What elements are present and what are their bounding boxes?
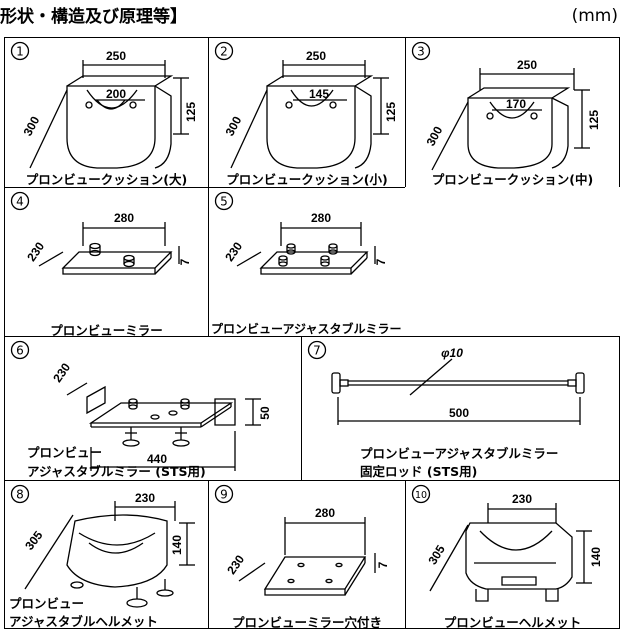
item-caption-6-line1: プロンビュー <box>27 445 103 460</box>
item-caption-5: プロンビューアジャスタブルミラー <box>211 322 402 336</box>
item-number-9: 9 <box>214 484 234 504</box>
section-title: 形状・構造及び原理等】 <box>0 7 187 27</box>
svg-text:125: 125 <box>184 102 198 122</box>
svg-text:280: 280 <box>114 211 134 225</box>
svg-text:500: 500 <box>449 406 469 420</box>
item-caption-7-line1: プロンビューアジャスタブルミラー <box>360 446 559 461</box>
cushion-large-drawing: 250 200 125 300 <box>21 49 198 169</box>
helmet-drawing: 230 305 140 <box>425 492 603 602</box>
item-number-7: 7 <box>307 340 327 360</box>
item-caption-10: プロンビューヘルメット <box>443 615 582 629</box>
svg-text:305: 305 <box>425 542 448 567</box>
cushion-small-drawing: 250 145 125 300 <box>223 49 398 169</box>
svg-text:200: 200 <box>106 87 126 101</box>
fixing-rod-drawing: φ10 500 <box>331 346 585 425</box>
adjustable-mirror-drawing: 280 230 7 <box>222 211 388 275</box>
svg-text:230: 230 <box>50 360 73 385</box>
item-number-5: 5 <box>214 191 234 211</box>
mirror-with-holes-drawing: 280 230 7 <box>224 506 390 596</box>
svg-text:250: 250 <box>106 49 126 63</box>
item-caption-4: プロンビューミラー <box>50 323 163 337</box>
item-cell-2: 2 250 145 125 300 プロンビュークッション(小) <box>208 37 406 188</box>
svg-text:125: 125 <box>384 102 398 122</box>
item-cell-8: 8 230 305 140 プロンビュー アジャスタブルヘルメット <box>4 480 209 629</box>
svg-text:230: 230 <box>135 491 155 505</box>
item-cell-3: 3 250 170 125 300 プロンビュークッション(中) <box>405 37 620 188</box>
svg-text:140: 140 <box>589 547 603 567</box>
svg-text:140: 140 <box>170 535 184 555</box>
svg-text:230: 230 <box>24 239 47 264</box>
item-caption-6-line2: アジャスタブルミラー (STS用) <box>27 464 206 479</box>
svg-text:4: 4 <box>16 195 24 209</box>
svg-text:6: 6 <box>16 344 24 358</box>
svg-text:125: 125 <box>587 110 601 130</box>
item-caption-3: プロンビュークッション(中) <box>431 172 594 187</box>
svg-text:170: 170 <box>506 97 526 111</box>
unit-label: (mm) <box>571 6 618 26</box>
cushion-medium-drawing: 250 170 125 300 <box>424 58 601 171</box>
item-cell-1: 1 250 200 125 300 プロンビュークッション(大) <box>4 37 209 188</box>
svg-text:7: 7 <box>376 561 390 568</box>
product-grid: 1 250 200 125 300 プロンビュークッション(大) 2 <box>4 37 620 629</box>
svg-text:7: 7 <box>313 344 321 358</box>
item-number-2: 2 <box>214 41 234 61</box>
item-number-6: 6 <box>10 340 30 360</box>
item-cell-7: 7 φ10 500 プロンビューアジャスタブルミラー 固定ロッド (STS用) <box>301 336 620 481</box>
item-caption-2: プロンビュークッション(小) <box>226 172 388 187</box>
svg-text:230: 230 <box>222 239 245 264</box>
svg-text:9: 9 <box>220 488 228 502</box>
item-cell-6: 6 230 50 440 プロンビュー アジャスタブルミラー (STS用) <box>4 336 302 481</box>
item-cell-4: 4 280 230 7 プロンビューミラー <box>4 187 209 337</box>
item-caption-8-line1: プロンビュー <box>9 596 85 611</box>
svg-text:250: 250 <box>517 58 537 72</box>
svg-text:5: 5 <box>220 195 228 209</box>
item-caption-7-line2: 固定ロッド (STS用) <box>360 464 478 479</box>
item-number-10: 10 <box>411 484 431 504</box>
adjustable-helmet-drawing: 230 305 140 <box>22 491 195 608</box>
mirror-drawing: 280 230 7 <box>24 211 192 275</box>
item-number-1: 1 <box>10 41 30 61</box>
item-cell-5: 5 280 230 7 プロンビューアジャスタブルミラー <box>208 187 406 337</box>
svg-text:300: 300 <box>424 124 446 149</box>
item-number-8: 8 <box>10 484 30 504</box>
svg-text:230: 230 <box>224 552 247 577</box>
svg-text:8: 8 <box>16 488 24 502</box>
svg-text:7: 7 <box>178 258 192 265</box>
svg-text:300: 300 <box>21 114 43 139</box>
svg-text:145: 145 <box>309 87 329 101</box>
item-number-3: 3 <box>411 41 431 61</box>
svg-text:1: 1 <box>16 45 24 59</box>
svg-text:φ10: φ10 <box>441 346 463 360</box>
svg-text:10: 10 <box>415 490 427 501</box>
item-caption-1: プロンビュークッション(大) <box>25 172 188 187</box>
svg-text:7: 7 <box>374 258 388 265</box>
svg-text:440: 440 <box>147 452 167 466</box>
empty-area <box>405 187 620 337</box>
svg-text:50: 50 <box>258 406 272 420</box>
svg-text:300: 300 <box>223 114 245 139</box>
svg-text:305: 305 <box>22 528 46 553</box>
svg-text:3: 3 <box>417 45 425 59</box>
svg-text:2: 2 <box>220 45 228 59</box>
item-number-4: 4 <box>10 191 30 211</box>
svg-text:230: 230 <box>512 492 532 506</box>
svg-text:280: 280 <box>315 506 335 520</box>
svg-text:280: 280 <box>311 211 331 225</box>
item-cell-10: 10 230 305 140 プロンビューヘルメット <box>405 480 620 629</box>
svg-text:250: 250 <box>306 49 326 63</box>
item-cell-9: 9 280 230 7 プロンビューミラー穴付き <box>208 480 406 629</box>
item-caption-9: プロンビューミラー穴付き <box>231 615 382 629</box>
item-caption-8-line2: アジャスタブルヘルメット <box>9 614 158 629</box>
adjustable-mirror-sts-drawing: 230 50 440 <box>50 360 272 471</box>
